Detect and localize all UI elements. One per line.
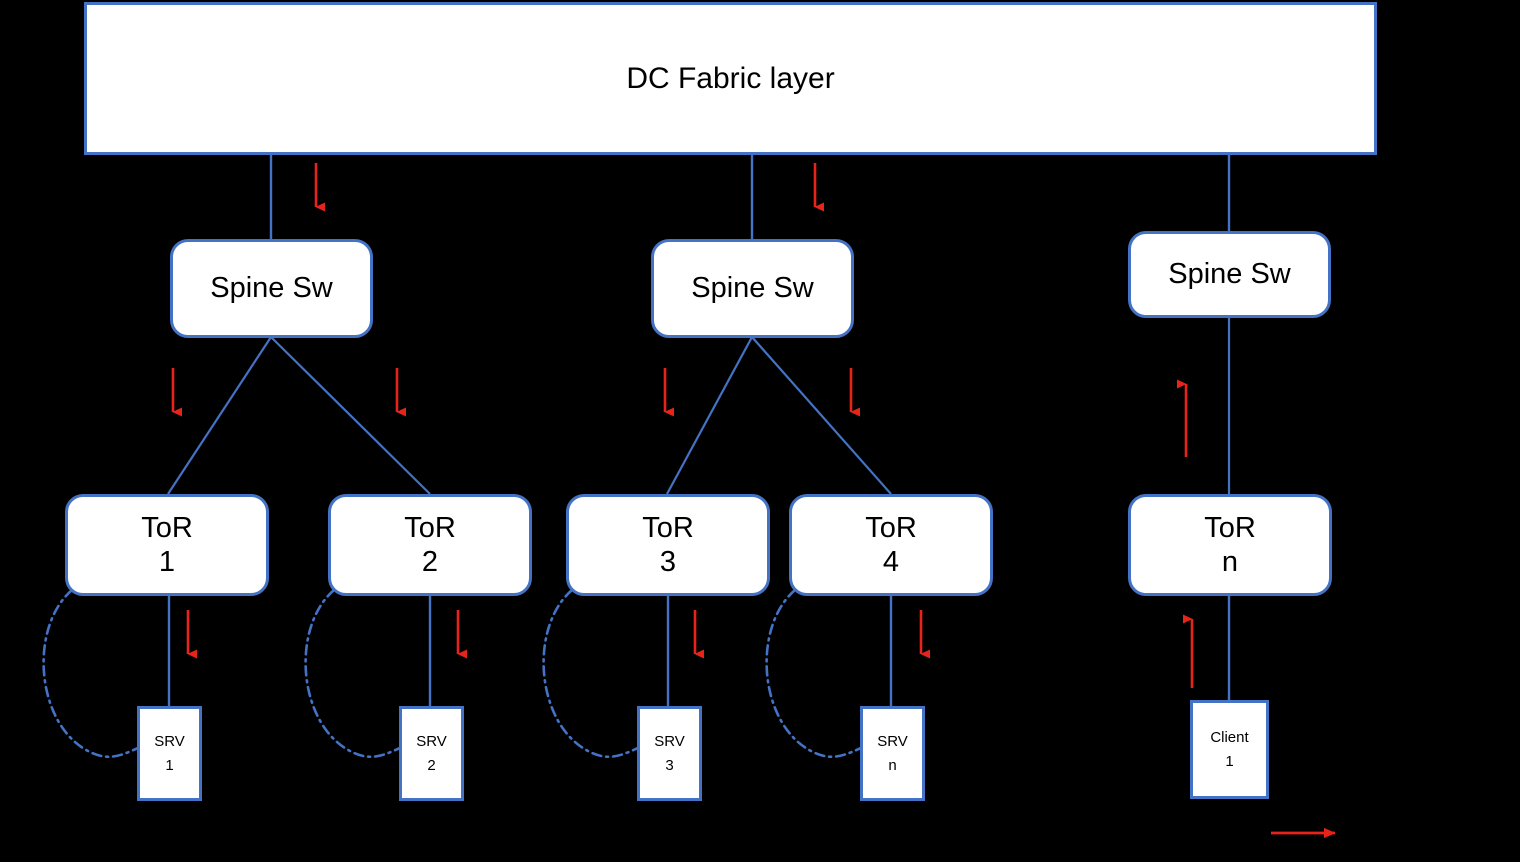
- tor-switch-4-label-line1: ToR: [865, 511, 917, 544]
- tor-switch-n[interactable]: ToR n: [1128, 494, 1332, 596]
- tor-switch-3-label-line1: ToR: [642, 511, 694, 544]
- link-spine2-tor4: [751, 336, 892, 495]
- server-1[interactable]: SRV 1: [137, 706, 202, 801]
- link-spine1-tor2: [270, 336, 431, 495]
- client-1-label-line2: 1: [1225, 752, 1234, 770]
- spine-switch-n-label: Spine Sw: [1168, 258, 1291, 291]
- tor-switch-3[interactable]: ToR 3: [566, 494, 770, 596]
- spine-switch-2-label: Spine Sw: [691, 272, 814, 305]
- dc-fabric-layer-label: DC Fabric layer: [626, 61, 835, 95]
- server-3-label-line1: SRV: [654, 733, 685, 751]
- link-spine2-tor3: [666, 336, 753, 495]
- server-3[interactable]: SRV 3: [637, 706, 702, 801]
- server-n[interactable]: SRV n: [860, 706, 925, 801]
- tor-switch-2-label-line1: ToR: [404, 511, 456, 544]
- server-3-label-line2: 3: [665, 756, 674, 774]
- spine-switch-1-label: Spine Sw: [210, 272, 333, 305]
- tor-switch-1-label-line1: ToR: [141, 511, 193, 544]
- tor-switch-3-label-line2: 3: [659, 546, 677, 578]
- tor-switch-2[interactable]: ToR 2: [328, 494, 532, 596]
- client-1-label-line1: Client: [1210, 729, 1249, 747]
- server-1-label-line1: SRV: [154, 733, 185, 751]
- arc-tor2-srv2: [304, 588, 402, 759]
- tor-switch-n-label-line2: n: [1221, 546, 1239, 578]
- tor-switch-4-label-line2: 4: [882, 546, 900, 578]
- arc-tor1-srv1: [42, 588, 140, 759]
- spine-switch-n[interactable]: Spine Sw: [1128, 231, 1331, 318]
- dc-fabric-layer-box[interactable]: DC Fabric layer: [84, 2, 1377, 155]
- arc-tor3-srv3: [542, 588, 640, 759]
- client-1[interactable]: Client 1: [1190, 700, 1269, 799]
- server-2-label-line1: SRV: [416, 733, 447, 751]
- link-spine1-tor1: [167, 336, 272, 495]
- server-2[interactable]: SRV 2: [399, 706, 464, 801]
- tor-switch-1-label-line2: 1: [158, 546, 176, 578]
- arc-tor4-srvn: [765, 588, 863, 759]
- spine-switch-2[interactable]: Spine Sw: [651, 239, 854, 338]
- tor-switch-2-label-line2: 2: [421, 546, 439, 578]
- spine-switch-1[interactable]: Spine Sw: [170, 239, 373, 338]
- server-2-label-line2: 2: [427, 756, 436, 774]
- server-n-label-line1: SRV: [877, 733, 908, 751]
- server-n-label-line2: n: [888, 756, 897, 774]
- tor-switch-4[interactable]: ToR 4: [789, 494, 993, 596]
- tor-switch-1[interactable]: ToR 1: [65, 494, 269, 596]
- tor-switch-n-label-line1: ToR: [1204, 511, 1256, 544]
- server-1-label-line2: 1: [165, 756, 174, 774]
